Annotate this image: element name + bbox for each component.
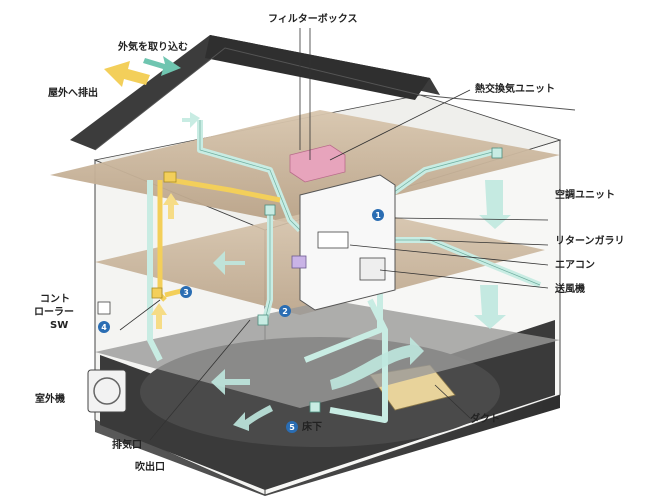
marker-5: 5 bbox=[286, 421, 298, 433]
flow-arrows bbox=[211, 180, 511, 431]
heat-exchange-unit bbox=[289, 144, 346, 183]
filter-box-unit bbox=[291, 255, 307, 269]
label-supply-port: 吹出口 bbox=[135, 460, 165, 473]
label-filter-box: フィルターボックス bbox=[268, 12, 358, 25]
vents bbox=[257, 147, 503, 413]
label-under-floor: 床下 bbox=[302, 420, 322, 433]
label-controller-2: ローラー bbox=[34, 306, 74, 318]
label-exhaust-port: 排気口 bbox=[112, 438, 142, 451]
svg-text:4: 4 bbox=[101, 323, 107, 332]
marker-1: 1 bbox=[372, 209, 384, 221]
label-outdoor-unit: 室外機 bbox=[35, 392, 65, 405]
controller-switch bbox=[97, 301, 111, 315]
label-controller-1: コント bbox=[40, 293, 70, 305]
label-duct: ダクト bbox=[470, 412, 500, 425]
label-return-gallery: リターンガラリ bbox=[555, 234, 625, 247]
marker-4: 4 bbox=[98, 321, 110, 333]
exhaust-vents bbox=[151, 171, 177, 299]
label-blower: 送風機 bbox=[554, 282, 585, 295]
label-exhaust-outdoor: 屋外へ排出 bbox=[48, 86, 98, 99]
roof bbox=[70, 35, 576, 151]
svg-text:5: 5 bbox=[289, 423, 295, 432]
svg-text:1: 1 bbox=[375, 211, 381, 220]
svg-text:3: 3 bbox=[183, 288, 189, 297]
label-controller-3: SW bbox=[50, 320, 68, 331]
marker-3: 3 bbox=[180, 286, 192, 298]
outdoor-unit bbox=[87, 369, 127, 413]
ac-unit bbox=[299, 174, 396, 311]
svg-text:2: 2 bbox=[282, 307, 288, 316]
label-air-conditioner: エアコン bbox=[555, 259, 595, 271]
outside-air-arrows bbox=[104, 56, 200, 128]
label-ac-unit: 空調ユニット bbox=[555, 188, 615, 201]
label-outside-air-intake: 外気を取り込む bbox=[117, 40, 188, 53]
leader-lines bbox=[119, 28, 549, 441]
label-heat-exchange-unit: 熱交換気ユニット bbox=[475, 82, 555, 95]
exhaust-arrows bbox=[151, 193, 179, 329]
marker-2: 2 bbox=[279, 305, 291, 317]
